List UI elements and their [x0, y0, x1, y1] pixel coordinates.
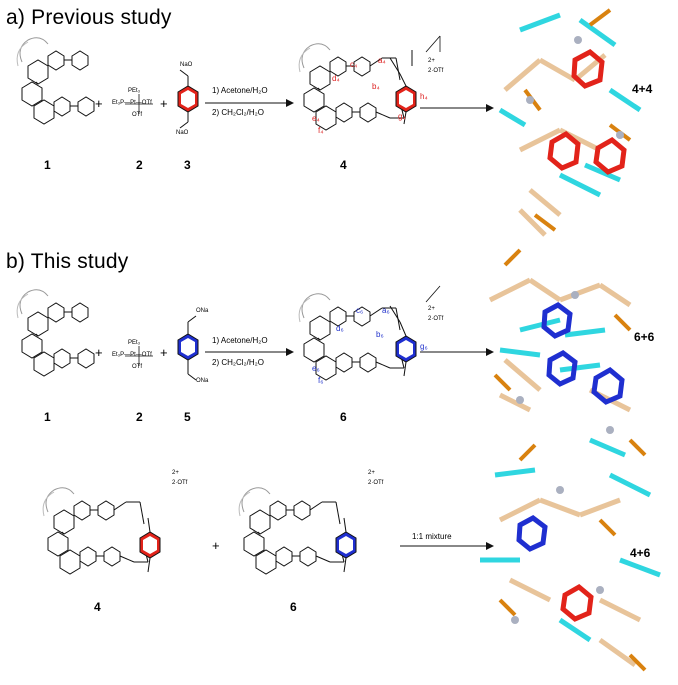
- plus-sign: +: [95, 96, 103, 111]
- ona-label: NaO: [176, 130, 189, 136]
- charge-label: 2+: [428, 58, 435, 64]
- counterion-label: 2·OTf: [368, 480, 384, 486]
- pt-reagent-label: Et₃P—Pt—OTf: [112, 352, 152, 358]
- proton-label-f6: f₆: [318, 376, 324, 385]
- proton-label-e4: e₄: [312, 114, 320, 123]
- charge-label: 2+: [428, 306, 435, 312]
- condition-a-step2: 2) CH₂Cl₂/H₂O: [212, 108, 264, 117]
- proton-label-a4: a₄: [378, 56, 386, 65]
- charge-label: 2+: [172, 470, 179, 476]
- compound-number-4-a: 4: [340, 158, 347, 172]
- model-6-6: [488, 248, 647, 458]
- proton-label-c6: c₆: [356, 306, 364, 315]
- proton-label-g6: g₆: [420, 342, 428, 351]
- proton-label-a6: a₆: [382, 306, 390, 315]
- compound-number-1-a: 1: [44, 158, 51, 172]
- compound-4-mix: [43, 488, 161, 574]
- plus-sign: +: [160, 96, 168, 111]
- compound-4-a: [299, 35, 441, 130]
- model-label-6-6: 6+6: [634, 330, 655, 344]
- compound-5-b: [177, 315, 199, 381]
- model-4-6: [480, 443, 661, 672]
- model-label-4-6: 4+6: [630, 546, 651, 560]
- section-a-heading: a) Previous study: [6, 6, 172, 29]
- charge-label: 2+: [368, 470, 375, 476]
- plus-sign: +: [212, 538, 220, 553]
- condition-b-step1: 1) Acetone/H₂O: [212, 336, 268, 345]
- counterion-label: 2·OTf: [428, 316, 444, 322]
- otf-label: OTf: [132, 112, 142, 118]
- mixture-label: 1:1 mixture: [412, 532, 452, 541]
- otf-label: OTf: [132, 364, 142, 370]
- compound-3-a: [177, 69, 199, 129]
- compound-number-4-mix: 4: [94, 600, 101, 614]
- ona-label: ONa: [196, 308, 209, 314]
- proton-label-f4: f₄: [318, 126, 324, 135]
- compound-6-mix: [239, 488, 357, 574]
- compound-1-a: [17, 38, 94, 124]
- plus-sign: +: [95, 345, 103, 360]
- proton-label-c4: c₄: [350, 60, 358, 69]
- ona-label: ONa: [196, 378, 209, 384]
- compound-number-1-b: 1: [44, 410, 51, 424]
- compound-number-3-a: 3: [184, 158, 191, 172]
- model-label-4-4: 4+4: [632, 82, 653, 96]
- condition-a-step1: 1) Acetone/H₂O: [212, 86, 268, 95]
- compound-1-b: [17, 290, 94, 376]
- pt-reagent-label: Et₃P—Pt—OTf: [112, 100, 152, 106]
- compound-number-6-b: 6: [340, 410, 347, 424]
- model-4-4: [498, 8, 642, 237]
- compound-6-b: [299, 285, 441, 380]
- compound-number-2-b: 2: [136, 410, 143, 424]
- proton-label-b6: b₆: [376, 330, 384, 339]
- ona-label: NaO: [180, 62, 193, 68]
- compound-number-6-mix: 6: [290, 600, 297, 614]
- proton-label-e6: e₆: [312, 364, 320, 373]
- counterion-label: 2·OTf: [172, 480, 188, 486]
- proton-label-d6: d₆: [336, 324, 344, 333]
- plus-sign: +: [160, 345, 168, 360]
- section-b-heading: b) This study: [6, 250, 129, 273]
- proton-label-d4: d₄: [332, 74, 340, 83]
- condition-b-step2: 2) CH₂Cl₂/H₂O: [212, 358, 264, 367]
- proton-label-g4: g₄: [398, 112, 406, 121]
- compound-number-5-b: 5: [184, 410, 191, 424]
- pet3-label: PEt₃: [128, 88, 141, 94]
- compound-number-2-a: 2: [136, 158, 143, 172]
- proton-label-b4: b₄: [372, 82, 380, 91]
- proton-label-h4: h₄: [420, 92, 428, 101]
- counterion-label: 2·OTf: [428, 68, 444, 74]
- pet3-label: PEt₃: [128, 340, 141, 346]
